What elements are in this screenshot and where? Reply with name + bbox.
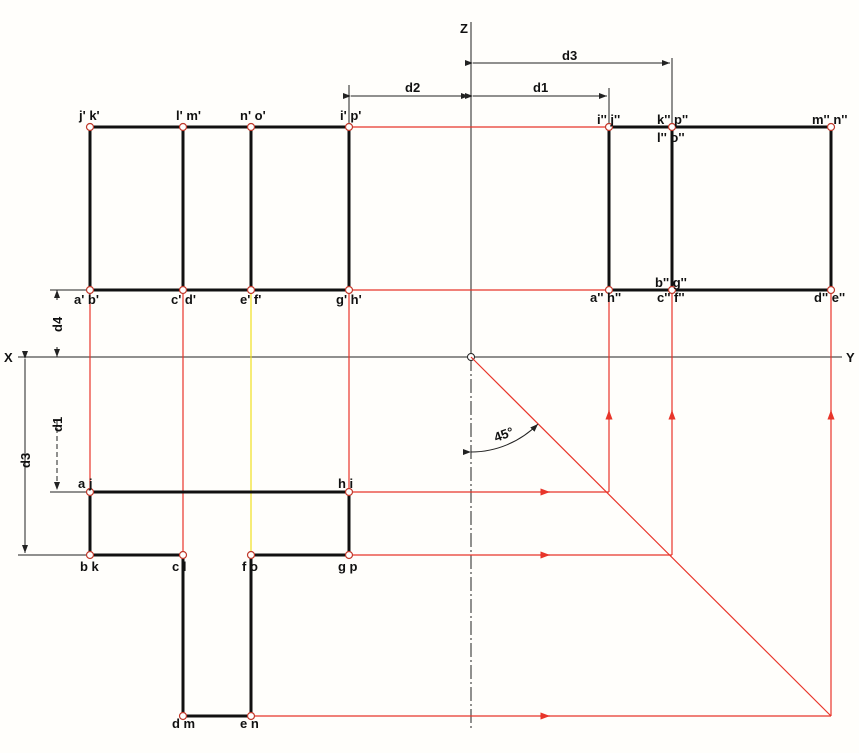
label-d3-top: d3: [562, 48, 577, 63]
point-label: a' b': [74, 292, 99, 307]
axis-label-x: X: [4, 350, 13, 365]
point-label: e' f': [240, 292, 261, 307]
point-label: j' k': [78, 108, 100, 123]
label-d2: d2: [405, 80, 420, 95]
top-view: a j h i b k c l f o g p d m e n: [78, 476, 358, 731]
point-label: i' p': [340, 108, 361, 123]
angle-label: 45°: [492, 424, 516, 445]
label-d1-top: d1: [533, 80, 548, 95]
point-label: n' o': [240, 108, 266, 123]
point-label: c l: [172, 559, 186, 574]
point-label: c'' f'': [657, 290, 685, 305]
point-label: b'' g'': [655, 275, 687, 290]
point-label: h i: [338, 476, 353, 491]
point-label: g' h': [336, 292, 362, 307]
point-label: m'' n'': [812, 112, 847, 127]
point-label: i'' j'': [597, 112, 620, 127]
point-label: l'' o'': [657, 130, 685, 145]
label-d1-left: d1: [50, 417, 65, 432]
point-label: l' m': [176, 108, 201, 123]
point-label: a j: [78, 476, 92, 491]
axis-label-z: Z: [460, 21, 468, 36]
point-label: c' d': [171, 292, 196, 307]
label-d3-left: d3: [18, 453, 33, 468]
miter-line-45: [470, 356, 832, 717]
side-view: i'' j'' k'' p'' l'' o'' m'' n'' a'' h'' …: [590, 112, 847, 305]
point-label: k'' p'': [657, 112, 688, 127]
point-label: e n: [240, 716, 259, 731]
point-label: b k: [80, 559, 100, 574]
front-view: j' k' l' m' n' o' i' p' a' b' c' d' e' f…: [74, 108, 362, 307]
point-label: d'' e'': [814, 290, 845, 305]
point-label: g p: [338, 559, 358, 574]
label-d4: d4: [50, 316, 65, 332]
point-label: a'' h'': [590, 290, 621, 305]
projection-lines: [89, 126, 835, 720]
point-label: d m: [172, 716, 195, 731]
angle-arc: [462, 423, 539, 456]
point-label: f o: [242, 559, 258, 574]
axis-label-y: Y: [846, 350, 855, 365]
